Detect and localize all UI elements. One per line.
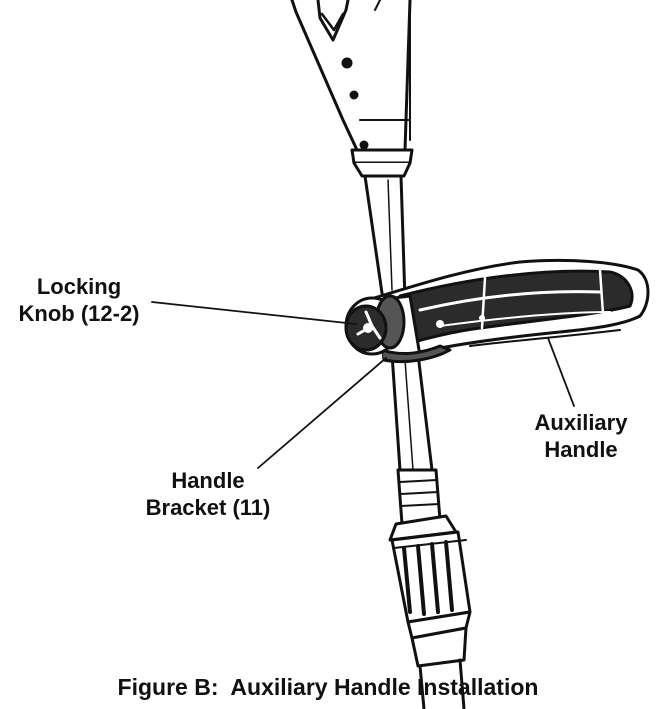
locking-knob-graphic <box>344 294 406 356</box>
leader-locking-knob <box>151 301 357 325</box>
shaft-collar <box>350 148 414 178</box>
auxiliary-handle-graphic <box>366 258 650 356</box>
leader-lines <box>151 301 575 469</box>
figure-caption: Figure B: Auxiliary Handle Installation <box>117 674 539 700</box>
main-shaft <box>363 174 434 472</box>
auxiliary-handle-label-line2: Handle <box>544 437 618 462</box>
locking-knob-label: Locking Knob (12-2) <box>4 273 154 327</box>
auxiliary-handle-label: Auxiliary Handle <box>516 409 646 463</box>
leader-auxiliary-handle <box>547 337 575 407</box>
locking-knob-label-line1: Locking <box>36 274 122 299</box>
auxiliary-handle-label-line1: Auxiliary <box>534 410 628 435</box>
handle-bracket-label: Handle Bracket (11) <box>128 467 288 521</box>
locking-knob-label-line2: Knob (12-2) <box>18 301 140 326</box>
upper-handle-housing <box>290 0 412 152</box>
handle-bracket-label-line1: Handle <box>171 468 245 493</box>
leader-handle-bracket <box>257 357 387 469</box>
handle-bracket-label-line2: Bracket (11) <box>145 495 271 520</box>
shaft-coupler <box>388 468 472 709</box>
